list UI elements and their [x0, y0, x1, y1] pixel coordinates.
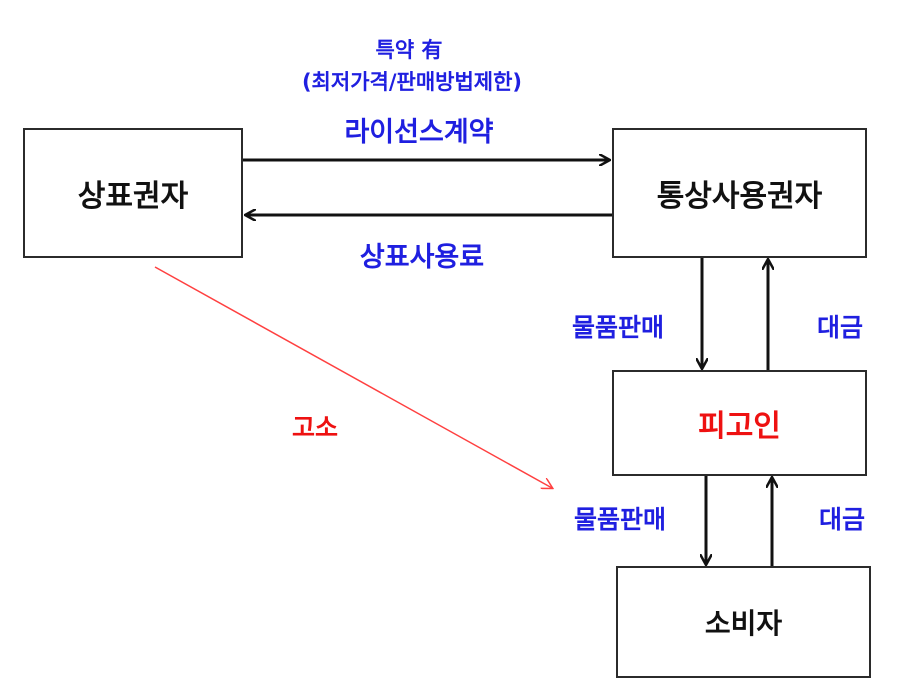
trademark-owner-box: 상표권자 [23, 128, 243, 258]
consumer-label: 소비자 [704, 607, 783, 640]
defendant-label: 피고인 [698, 409, 781, 444]
licensee-label: 통상사용권자 [656, 179, 823, 214]
special-terms-label: 특약 有 [375, 38, 443, 62]
payment-label-1: 대금 [816, 313, 863, 342]
defendant-box: 피고인 [612, 370, 867, 476]
royalty-label: 상표사용료 [359, 242, 485, 273]
consumer-box: 소비자 [616, 566, 871, 678]
payment-label-2: 대금 [818, 505, 865, 534]
complaint-arrow [154, 266, 552, 488]
licensee-box: 통상사용권자 [612, 128, 867, 258]
goods-sale-label-2: 물품판매 [573, 505, 666, 534]
restrictions-label: (최저가격/판매방법제한) [301, 70, 523, 94]
goods-sale-label-1: 물품판매 [571, 313, 664, 342]
license-contract-label: 라이선스계약 [344, 117, 494, 148]
complaint-label: 고소 [291, 413, 338, 442]
trademark-owner-label: 상표권자 [77, 179, 189, 214]
